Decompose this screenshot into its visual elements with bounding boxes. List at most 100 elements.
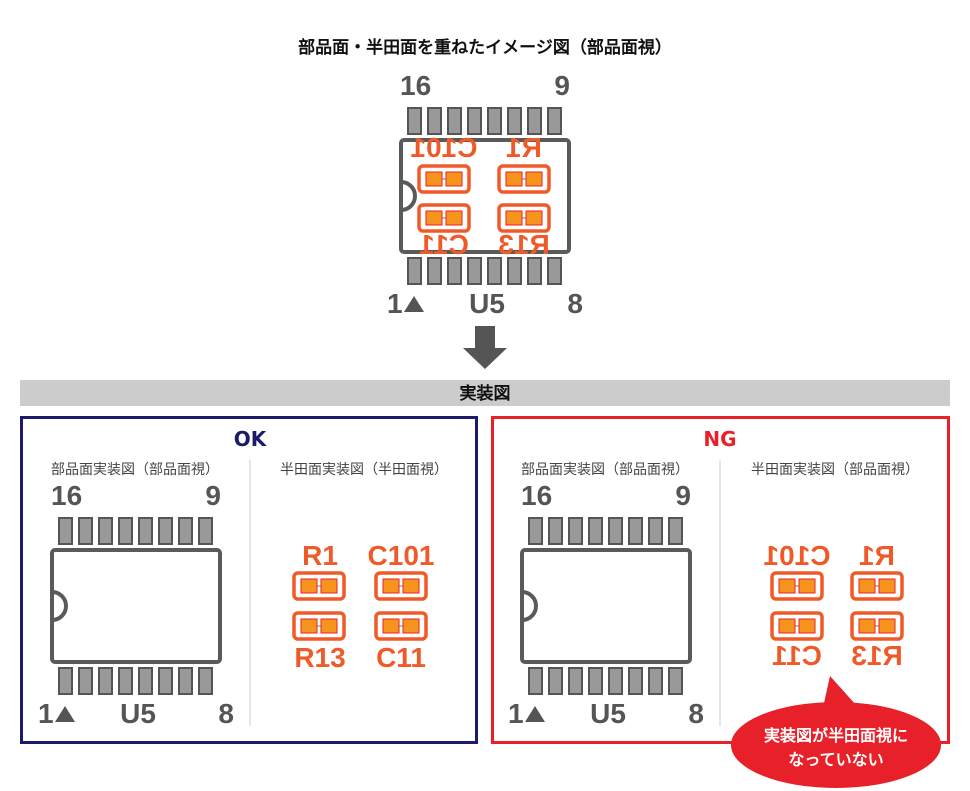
ok-right-caption: 半田面実装図（半田面視） [280,462,448,478]
solder-pad [778,578,796,594]
pin-9-label: 9 [554,70,570,101]
pin-1-label: 1 [38,698,54,729]
pads-ng [770,571,904,641]
pin-8-label: 8 [567,288,583,319]
ic-pin [668,517,683,545]
solder-pad [382,618,400,634]
label-r1-mirrored: R1 [506,132,542,163]
label-c101-mirrored: C101 [764,540,831,571]
ok-label: OK [234,427,268,451]
solder-pad [858,618,876,634]
ic-pin [648,667,663,695]
pin-8-label: 8 [218,698,234,729]
solder-pad [525,210,543,226]
ic-pin [628,667,643,695]
solder-pad [425,171,443,187]
ic-pin [447,257,462,285]
ic-pin [588,667,603,695]
ic-pin [547,257,562,285]
ic-pin [487,107,502,135]
pads-ok [292,571,428,641]
ic-pin [668,667,683,695]
ic-pin [158,517,173,545]
pin1-notch [521,590,538,622]
solder-pad [878,618,896,634]
solder-pad [505,171,523,187]
label-c11: C11 [376,642,426,673]
ic-pin [527,257,542,285]
ic-pin [467,257,482,285]
ic-pin [568,517,583,545]
solder-pad [300,618,318,634]
ic-pin [608,517,623,545]
ic-pin [138,517,153,545]
ic-pin [588,517,603,545]
solder-pad [778,618,796,634]
ic-pin [608,667,623,695]
ic-pin [507,107,522,135]
solder-pad [300,578,318,594]
ic-pin [198,517,213,545]
pin-1-label: 1 [508,698,524,729]
ic-pin [78,517,93,545]
ic-ref-label: U5 [469,288,505,319]
ic-pin [407,107,422,135]
solder-pad [525,171,543,187]
pads-overlay [417,164,551,233]
down-arrow-icon [463,326,507,369]
ic-pin [118,667,133,695]
label-c101: C101 [368,540,435,571]
ic-body [50,548,222,664]
label-r1: R1 [302,540,338,571]
ic-pin [198,667,213,695]
ic-ref-label: U5 [120,698,156,729]
page-title: 部品面・半田面を重ねたイメージ図（部品面視） [298,37,672,58]
ic-pin [487,257,502,285]
ic-pin [467,107,482,135]
ic-pin [548,517,563,545]
ic-pin [427,107,442,135]
solder-pad [382,578,400,594]
solder-pad [425,210,443,226]
pin-8-label: 8 [688,698,704,729]
label-r13: R13 [294,642,345,673]
solder-pad [798,618,816,634]
pin-16-label: 16 [521,480,552,511]
solder-pad [505,210,523,226]
callout-line1: 実装図が半田面視に [764,726,908,745]
pin1-triangle-icon [525,706,545,722]
ic-pin [447,107,462,135]
ic-pin [528,667,543,695]
ic-pin [407,257,422,285]
ic-pin [58,517,73,545]
ng-left-caption: 部品面実装図（部品面視） [521,462,689,478]
ng-label: NG [703,427,736,451]
ok-panel [20,416,478,744]
ic-pin [568,667,583,695]
pin-16-label: 16 [51,480,82,511]
ic-pin [628,517,643,545]
section-bar [20,380,950,406]
ic-pin [78,667,93,695]
label-c101-mirrored: C101 [411,132,478,163]
ic-pin [507,257,522,285]
ic-pin [427,257,442,285]
solder-pad [858,578,876,594]
callout-bubble [731,702,941,788]
solder-pad [402,618,420,634]
ng-callout: 実装図が半田面視に なっていない [731,676,941,788]
pin1-notch [400,180,417,212]
label-c11-mirrored: C11 [419,229,469,260]
ic-pin [118,517,133,545]
pin1-notch [51,590,68,622]
ic-pin [548,667,563,695]
ic-body [520,548,692,664]
ok-left-caption: 部品面実装図（部品面視） [51,462,219,478]
label-r13-mirrored: R13 [498,229,549,260]
solder-pad [402,578,420,594]
pin1-triangle-icon [55,706,75,722]
